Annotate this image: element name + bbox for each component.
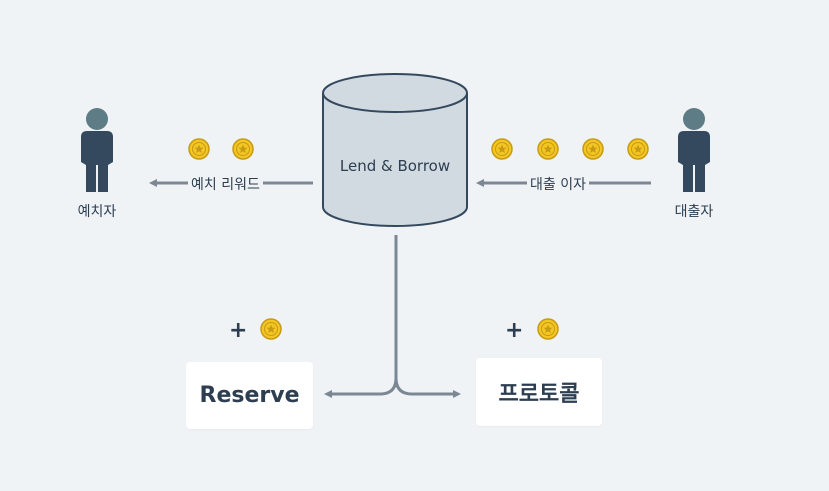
borrower-person-icon (677, 107, 711, 193)
lend-borrow-cylinder (322, 73, 468, 227)
reserve-box: Reserve (186, 362, 313, 429)
depositor-person-icon (80, 107, 114, 193)
loan-interest-label: 대출 이자 (527, 174, 589, 194)
lend-borrow-label: Lend & Borrow (339, 157, 451, 175)
reserve-plus: + (229, 318, 248, 343)
coin-icon (232, 138, 254, 160)
reserve-label: Reserve (199, 383, 300, 408)
coin-icon (627, 138, 649, 160)
coin-icon (582, 138, 604, 160)
coin-icon (491, 138, 513, 160)
coin-icon (537, 318, 559, 340)
protocol-label: 프로토콜 (498, 382, 580, 407)
coin-icon (188, 138, 210, 160)
split-arrow (324, 235, 461, 398)
protocol-box: 프로토콜 (476, 358, 602, 426)
protocol-plus: + (505, 318, 524, 343)
depositor-label: 예치자 (77, 204, 117, 220)
deposit-reward-label: 예치 리워드 (188, 174, 263, 194)
borrower-label: 대출자 (674, 204, 714, 220)
coin-icon (537, 138, 559, 160)
coin-icon (260, 318, 282, 340)
